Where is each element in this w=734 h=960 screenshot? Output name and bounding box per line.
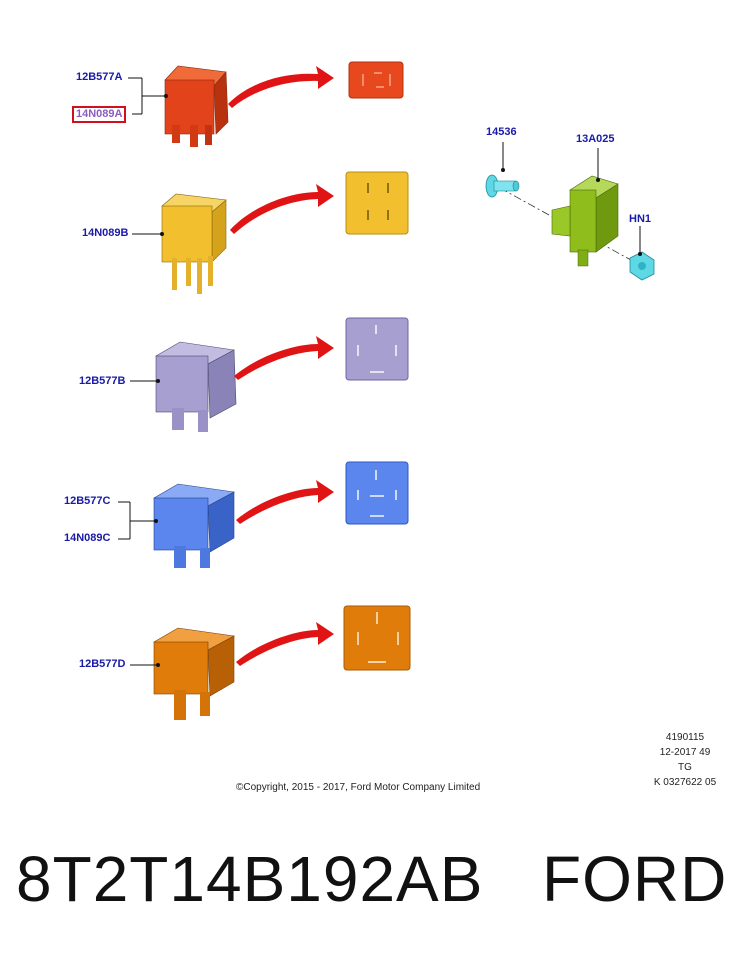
diagram-meta: 4190115 12-2017 49 TG K 0327622 05 <box>640 730 730 790</box>
relay-yellow <box>161 193 227 294</box>
relay-bracket-assembly <box>485 142 655 281</box>
label-13A025: 13A025 <box>576 133 615 145</box>
relay-orange-face <box>343 605 411 671</box>
label-14536: 14536 <box>486 126 517 138</box>
relay-red-face <box>348 61 404 99</box>
arrow-5 <box>236 622 334 666</box>
label-12B577C: 12B577C <box>64 495 111 507</box>
meta-line-3: TG <box>678 762 692 773</box>
relay-yellow-face <box>345 171 409 235</box>
label-14N089A-highlighted: 14N089A <box>72 106 127 123</box>
part-number: 8T2T14B192AB <box>16 843 484 915</box>
label-14N089C: 14N089C <box>64 532 111 544</box>
screw-14536 <box>485 174 520 198</box>
brand-name: FORD <box>542 843 728 915</box>
label-12B577B: 12B577B <box>79 375 126 387</box>
relay-lavender-face <box>345 317 409 381</box>
relay-orange <box>153 627 235 720</box>
meta-line-4: K 0327622 05 <box>653 777 717 788</box>
relay-lavender <box>155 341 237 432</box>
leader-lines <box>118 77 166 666</box>
copyright-text: ©Copyright, 2015 - 2017, Ford Motor Comp… <box>236 782 481 793</box>
nut-hn1 <box>629 251 655 281</box>
meta-line-2: 12-2017 49 <box>659 747 711 758</box>
arrow-4 <box>236 480 334 524</box>
relay-diagram <box>118 61 655 720</box>
label-12B577A: 12B577A <box>76 71 123 83</box>
meta-line-1: 4190115 <box>665 732 705 743</box>
label-14N089B: 14N089B <box>82 227 129 239</box>
arrows <box>228 66 334 666</box>
label-HN1: HN1 <box>629 213 652 225</box>
relay-red <box>164 65 229 147</box>
relay-blue-face <box>345 461 409 525</box>
relay-blue <box>153 483 235 568</box>
arrow-3 <box>234 336 334 380</box>
label-12B577D: 12B577D <box>79 658 126 670</box>
arrow-2 <box>230 184 334 234</box>
arrow-1 <box>228 66 334 108</box>
